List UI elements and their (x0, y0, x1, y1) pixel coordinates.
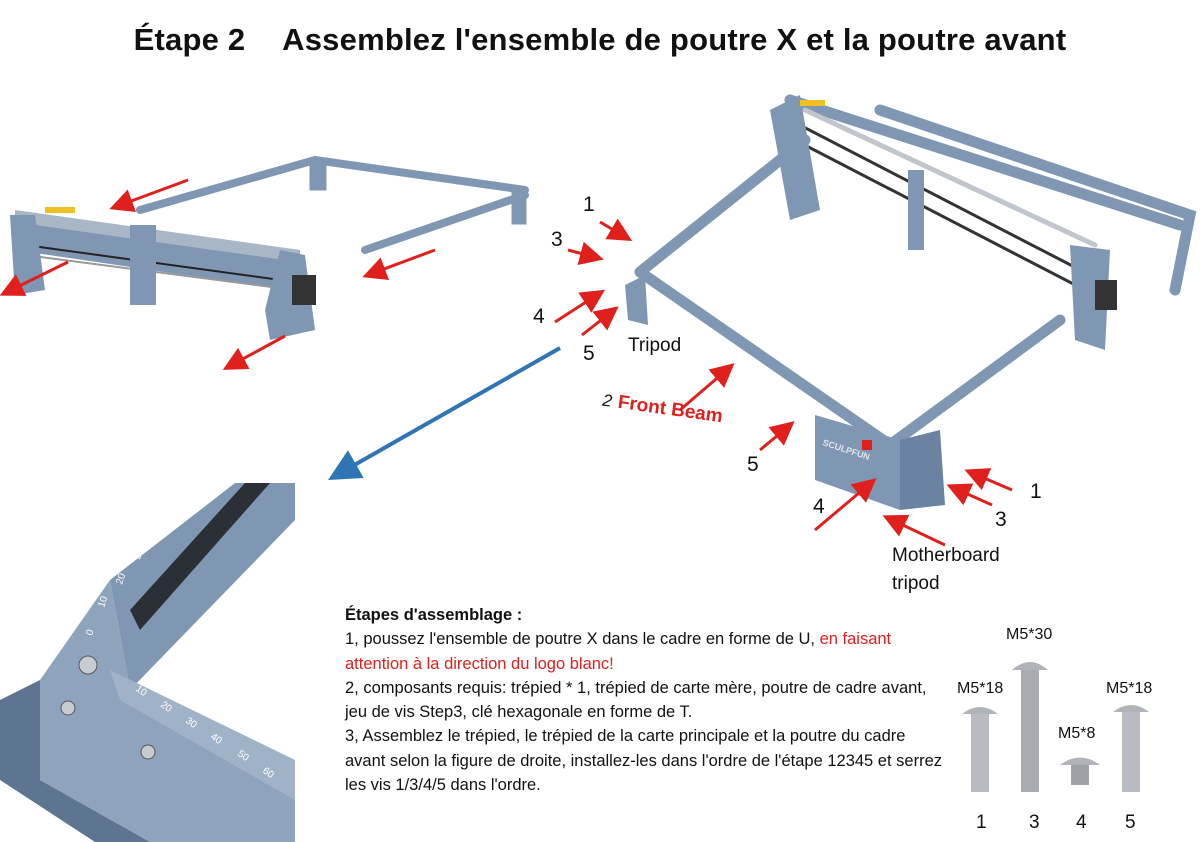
detail-pointer-arrow (328, 346, 561, 480)
callout-4-left: 4 (533, 305, 545, 328)
screw-4-size: M5*8 (1058, 725, 1096, 742)
callout-5-left: 5 (583, 342, 595, 365)
callout-1-right: 1 (1030, 480, 1042, 503)
assembly-instructions: Étapes d'assemblage : 1, poussez l'ensem… (345, 603, 945, 797)
ruler-tick: 40 (149, 525, 163, 539)
ruler-tick: 0 (84, 628, 96, 637)
step-title: Assemblez l'ensemble de poutre X et la p… (282, 22, 1067, 57)
screw-5-number: 5 (1125, 812, 1136, 833)
ruler-tick: 70 (188, 487, 202, 501)
screw-3-size: M5*30 (1006, 626, 1053, 643)
step-1-text: 1, poussez l'ensemble de poutre X dans l… (345, 630, 820, 649)
instruction-step-3: 3, Assemblez le trépied, le trépied de l… (345, 727, 942, 795)
motherboard-tripod-label: Motherboard tripod (892, 542, 1000, 598)
callout-3-right: 3 (995, 508, 1007, 531)
callout-4-right: 4 (813, 495, 825, 518)
page-title: Étape 2 Assemblez l'ensemble de poutre X… (0, 22, 1200, 58)
instruction-step-1: 1, poussez l'ensemble de poutre X dans l… (345, 627, 945, 676)
motherboard-label-line2: tripod (892, 573, 940, 594)
instructions-heading: Étapes d'assemblage : (345, 606, 523, 624)
screw-5-icon (1113, 705, 1149, 792)
screw-set (962, 662, 1149, 792)
front-beam-number: 2 (601, 390, 614, 411)
step-number: Étape 2 (133, 22, 246, 57)
callout-1-left: 1 (583, 193, 595, 216)
instruction-step-2: 2, composants requis: trépied * 1, trépi… (345, 678, 927, 722)
u-frame (136, 155, 529, 254)
screw-5-size: M5*18 (1106, 680, 1153, 697)
screw-arrows (554, 218, 1013, 547)
screw-3-icon (1012, 662, 1048, 792)
x-beam-assembly (10, 207, 316, 340)
screw-4-number: 4 (1076, 812, 1087, 833)
ruler-tick: 50 (164, 504, 178, 518)
screw-1-icon (962, 707, 998, 792)
screw-3-number: 3 (1029, 812, 1040, 833)
step-1-warning: en faisant attention à la direction du l… (345, 630, 892, 673)
callout-5-right: 5 (747, 453, 759, 476)
screw-4-icon (1060, 757, 1100, 785)
ruler-tick: 30 (132, 547, 146, 561)
screw-1-number: 1 (976, 812, 987, 833)
ruler-tick: 10 (96, 595, 110, 609)
callout-3-left: 3 (551, 228, 563, 251)
screw-1-size: M5*18 (957, 680, 1004, 697)
tripod-label: Tripod (628, 335, 682, 356)
ruler-tick: 20 (114, 572, 128, 586)
motherboard-label-line1: Motherboard (892, 545, 1000, 566)
machine-frame: SCULPFUN (625, 94, 1197, 510)
corner-detail-inset: 0 10 20 30 40 50 70 10 20 30 40 50 60 (0, 483, 295, 842)
direction-arrows-left (0, 178, 436, 370)
